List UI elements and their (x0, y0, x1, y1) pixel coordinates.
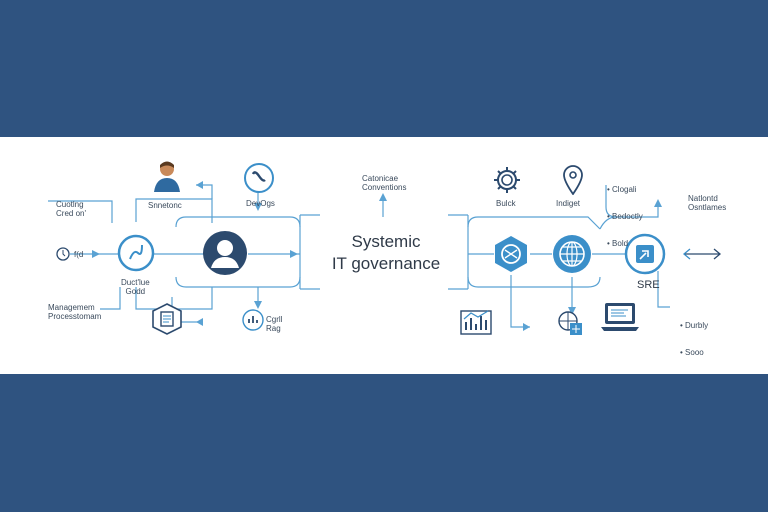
node1-label: Duct'lue Godd (121, 278, 150, 296)
globe-grid-icon (558, 311, 582, 335)
list-item: • Bold (607, 239, 629, 248)
list-item: • Bedoctly (607, 212, 643, 221)
list-item: • Clogali (607, 185, 637, 194)
devops-label: DevOgs (246, 199, 275, 208)
chart-doc-icon (242, 309, 264, 331)
top-right-list: • Clogali • Bedoctly • Bold (607, 167, 643, 266)
sre-label: SRE (637, 279, 660, 291)
center-title-line1: Systemic (351, 232, 421, 251)
list-item-text: Bold (612, 239, 629, 248)
gear-icon (494, 167, 520, 193)
list-item: • Durbly (680, 321, 709, 330)
panel-icon[interactable] (624, 233, 666, 275)
diagram-canvas (48, 181, 670, 331)
person-label: Snnetonc (148, 201, 182, 210)
list-item-text: Durbly (685, 321, 709, 330)
bulk-label: Bulck (496, 199, 516, 208)
dna-icon[interactable] (116, 233, 156, 273)
chat-icon[interactable] (243, 162, 275, 194)
chart-label: Cgrll Rag (266, 315, 283, 333)
clock-icon (56, 247, 70, 261)
top-center-note: Catonicae Conventions (362, 174, 407, 192)
laptop-icon (601, 303, 639, 331)
list-item-text: Clogali (612, 185, 637, 194)
location-pin-icon (563, 165, 583, 195)
list-item-text: Sooo (685, 348, 704, 357)
center-title: Systemic IT governance (316, 231, 456, 275)
bottom-band (0, 374, 768, 512)
right-note: Natlontd Osntlames (688, 194, 727, 212)
left-mid-label: f(d (74, 250, 84, 259)
globe-icon[interactable] (551, 233, 593, 275)
list-item: • Sooo (680, 348, 704, 357)
top-left-note: Cuotlng Cred on' (56, 200, 86, 218)
bar-chart-icon (460, 310, 492, 335)
double-arrow-icon (682, 248, 722, 260)
checklist-icon (152, 303, 182, 335)
top-band (0, 0, 768, 137)
list-item-text: Bedoctly (612, 212, 643, 221)
network-icon[interactable] (492, 235, 530, 273)
center-title-line2: IT governance (331, 254, 441, 273)
bottom-right-list: • Durbly • Sooo (680, 303, 708, 375)
person-icon (154, 161, 180, 192)
avatar-icon[interactable] (202, 230, 248, 276)
diagram-panel: Systemic IT governance Cuotlng Cred on' … (0, 137, 768, 374)
bottom-left-note: Managemem Processtomam (48, 303, 102, 321)
impact-label: Indiget (556, 199, 581, 208)
